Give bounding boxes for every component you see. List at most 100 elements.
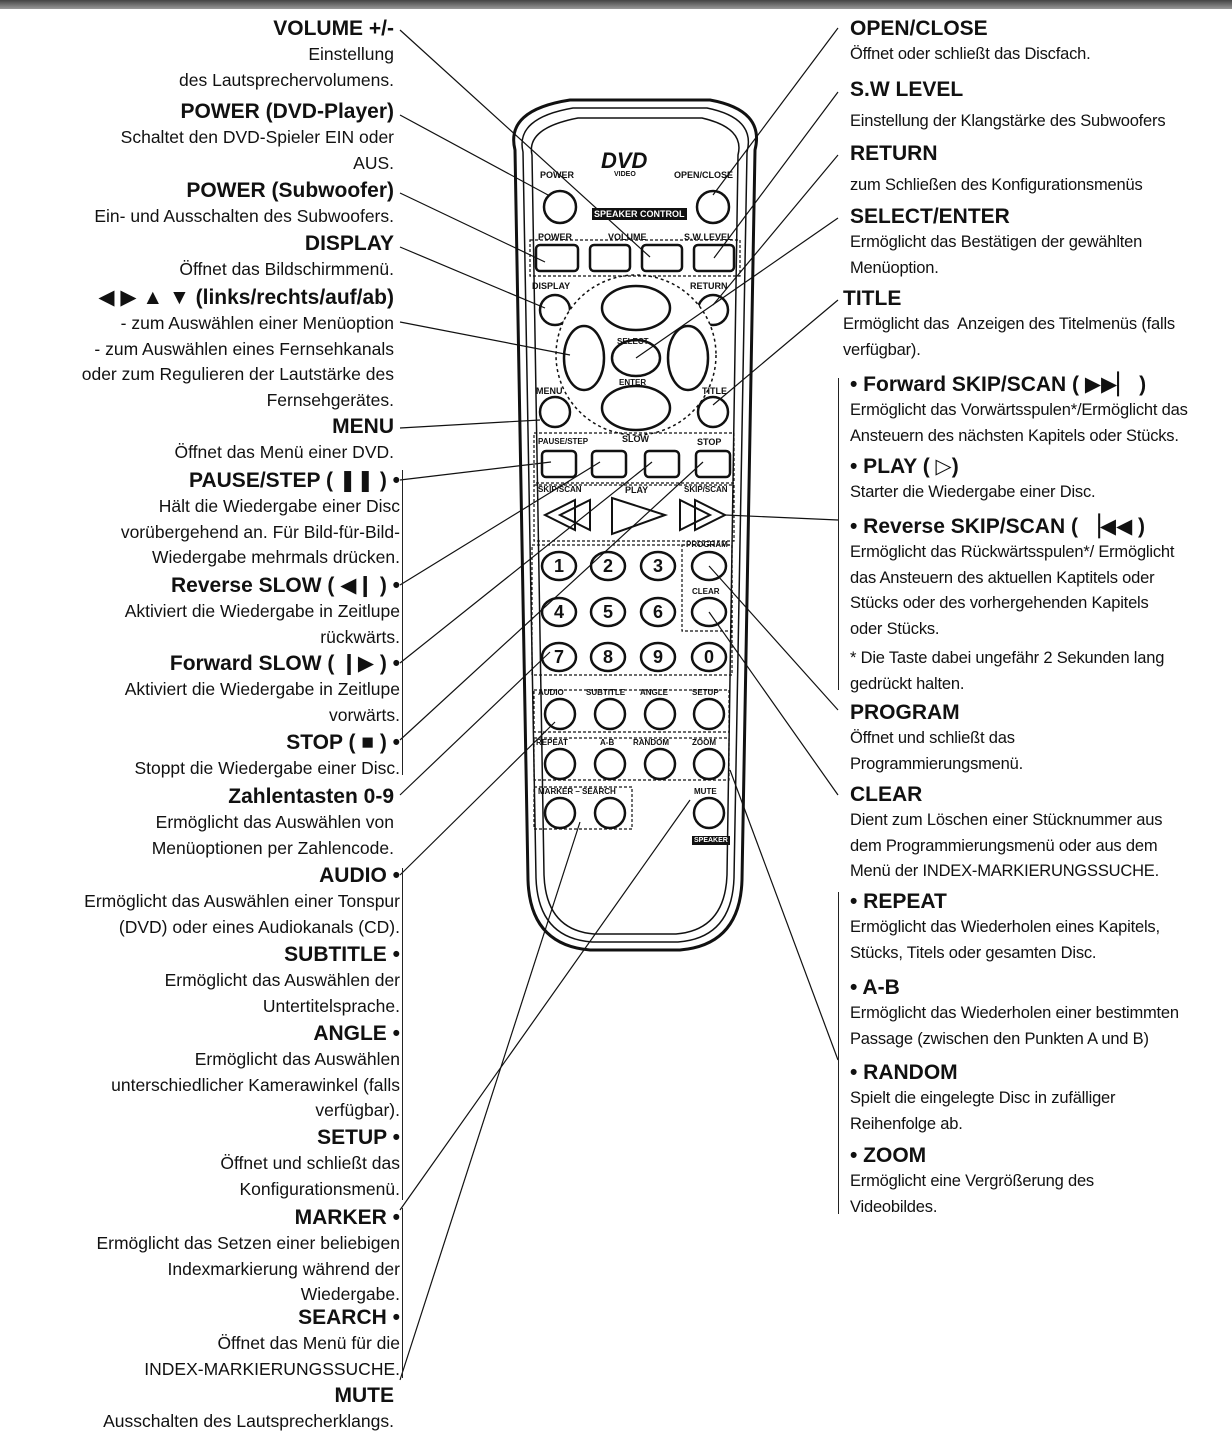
digit-2-button: 2	[602, 556, 613, 576]
setup-label: SETUP	[692, 688, 719, 697]
caption-desc: Ein- und Ausschalten des Subwoofers.	[94, 206, 394, 226]
dvd-logo-sub: VIDEO	[614, 171, 636, 178]
caption-number-keys: Zahlentasten 0-9 Ermöglicht das Auswähle…	[152, 784, 394, 861]
caption-title-button: TITLE Ermöglicht das Anzeigen des Titelm…	[843, 286, 1175, 363]
enter-label: ENTER	[619, 378, 647, 387]
caption-title: PAUSE/STEP ( ❚❚ ) •	[189, 469, 400, 492]
caption-desc: Schaltet den DVD-Spieler EIN oder AUS.	[120, 127, 394, 173]
caption-desc: Ausschalten des Lautsprecherklangs.	[103, 1411, 394, 1431]
menu-label: MENU	[536, 386, 563, 396]
caption-a-b: • A-B Ermöglicht das Wiederholen einer b…	[850, 975, 1179, 1052]
caption-title: • ZOOM	[850, 1144, 927, 1167]
caption-display: DISPLAY Öffnet das Bildschirmmenü.	[179, 231, 394, 283]
caption-desc: Starter die Wiedergabe einer Disc.	[850, 483, 1096, 501]
caption-pause-step: PAUSE/STEP ( ❚❚ ) • Hält die Wiedergabe …	[121, 468, 400, 571]
caption-desc: Ermöglicht das Bestätigen der gewählten …	[850, 233, 1143, 277]
group-bracket-left-1	[402, 470, 403, 775]
caption-title: STOP ( ■ ) •	[286, 731, 400, 754]
caption-title: OPEN/CLOSE	[850, 17, 988, 40]
digit-3-button: 3	[652, 556, 663, 576]
display-label: DISPLAY	[532, 281, 571, 291]
caption-desc: Spielt die eingelegte Disc in zufälliger…	[850, 1089, 1116, 1133]
caption-title: MENU	[332, 415, 394, 438]
clear-label: CLEAR	[692, 587, 720, 596]
power-label: POWER	[540, 170, 575, 180]
caption-angle: ANGLE • Ermöglicht das Auswählen untersc…	[111, 1021, 400, 1124]
audio-label: AUDIO	[538, 688, 564, 697]
caption-desc: Ermöglicht das Setzen einer beliebigen I…	[96, 1233, 400, 1304]
caption-clear: CLEAR Dient zum Löschen einer Stücknumme…	[850, 782, 1162, 885]
caption-program: PROGRAM Öffnet und schließt das Programm…	[850, 700, 1023, 777]
caption-desc: Öffnet das Menü für die INDEX-MARKIERUNG…	[144, 1333, 400, 1379]
caption-open-close: OPEN/CLOSE Öffnet oder schließt das Disc…	[850, 16, 1091, 68]
caption-desc: Ermöglicht das Auswählen der Untertitels…	[164, 970, 400, 1016]
caption-desc: * Die Taste dabei ungefähr 2 Sekunden la…	[850, 649, 1165, 693]
caption-desc: Stoppt die Wiedergabe einer Disc.	[134, 758, 400, 778]
caption-forward-skip: • Forward SKIP/SCAN ( ▶▶▏ ) Ermöglicht d…	[850, 372, 1188, 449]
caption-desc: Öffnet oder schließt das Discfach.	[850, 45, 1091, 63]
caption-title: TITLE	[843, 287, 902, 310]
number-pad-shapes	[540, 550, 728, 830]
caption-title: RETURN	[850, 142, 938, 165]
caption-desc: Ermöglicht das Auswählen unterschiedlich…	[111, 1049, 400, 1120]
marker-search-label: MARKER – SEARCH	[538, 787, 616, 796]
caption-title: • RANDOM	[850, 1061, 958, 1084]
caption-arrows: ◀ ▶ ▲ ▼ (links/rechts/auf/ab) - zum Ausw…	[82, 285, 394, 413]
caption-random: • RANDOM Spielt die eingelegte Disc in z…	[850, 1060, 1116, 1137]
open-close-label: OPEN/CLOSE	[674, 170, 734, 180]
caption-title: SELECT/ENTER	[850, 205, 1010, 228]
skip-scan-rev-label: SKIP/SCAN	[538, 485, 582, 494]
caption-stop: STOP ( ■ ) • Stoppt die Wiedergabe einer…	[134, 730, 400, 782]
digit-4-button: 4	[553, 602, 564, 622]
caption-reverse-skip: • Reverse SKIP/SCAN ( ▕◀◀ ) Ermöglicht d…	[850, 514, 1174, 642]
caption-sw-level: S.W LEVEL Einstellung der Klangstärke de…	[850, 77, 1166, 135]
caption-desc: Einstellung der Klangstärke des Subwoofe…	[850, 112, 1166, 130]
speaker-label: SPEAKER	[692, 836, 730, 845]
caption-select-enter: SELECT/ENTER Ermöglicht das Bestätigen d…	[850, 204, 1142, 281]
caption-desc: Ermöglicht das Auswählen von Menüoptione…	[151, 812, 394, 858]
skip-scan-fwd-label: SKIP/SCAN	[684, 485, 728, 494]
caption-title: • A-B	[850, 976, 900, 999]
caption-desc: Ermöglicht eine Vergrößerung des Videobi…	[850, 1172, 1094, 1216]
caption-title: MARKER •	[294, 1206, 400, 1229]
caption-desc: Aktiviert die Wiedergabe in Zeitlupe vor…	[124, 679, 400, 725]
caption-footnote: * Die Taste dabei ungefähr 2 Sekunden la…	[850, 646, 1164, 697]
sw-level-label: S.W LEVEL	[684, 232, 733, 242]
caption-title: POWER (DVD-Player)	[180, 100, 394, 123]
caption-title: MUTE	[334, 1384, 395, 1407]
group-bracket-left-2	[402, 868, 403, 1200]
caption-title: AUDIO •	[319, 864, 400, 887]
caption-setup: SETUP • Öffnet und schließt das Konfigur…	[220, 1125, 400, 1202]
caption-desc: Ermöglicht das Wiederholen eines Kapitel…	[850, 918, 1160, 962]
caption-desc: Ermöglicht das Rückwärtsspulen*/ Ermögli…	[850, 543, 1175, 638]
caption-desc: Aktiviert die Wiedergabe in Zeitlupe rüc…	[124, 601, 400, 647]
caption-title: Forward SLOW ( ❙▶ ) •	[169, 652, 400, 675]
caption-title: SEARCH •	[298, 1306, 400, 1329]
caption-return: RETURN zum Schließen des Konfigurationsm…	[850, 141, 1143, 199]
digit-9-button: 9	[652, 647, 663, 667]
caption-title: POWER (Subwoofer)	[186, 179, 394, 202]
repeat-label: REPEAT	[536, 738, 568, 747]
caption-title: SETUP •	[317, 1126, 400, 1149]
sub-power-label: POWER	[538, 232, 573, 242]
caption-reverse-slow: Reverse SLOW ( ◀❙ ) • Aktiviert die Wied…	[125, 573, 400, 650]
zoom-label: ZOOM	[692, 738, 716, 747]
mute-label: MUTE	[694, 787, 717, 796]
caption-title: • PLAY ( ▷)	[850, 455, 959, 478]
caption-title: Zahlentasten 0-9	[228, 785, 394, 808]
remote-buttons	[534, 189, 736, 536]
top-border	[0, 0, 1232, 9]
caption-title: VOLUME +/-	[273, 17, 394, 40]
caption-zoom: • ZOOM Ermöglicht eine Vergrößerung des …	[850, 1143, 1094, 1220]
caption-title: ◀ ▶ ▲ ▼ (links/rechts/auf/ab)	[98, 286, 394, 309]
caption-desc: Ermöglicht das Anzeigen des Titelmenüs (…	[843, 315, 1175, 359]
caption-desc: Öffnet das Menü einer DVD.	[174, 442, 394, 462]
random-label: RANDOM	[633, 738, 669, 747]
caption-desc: Ermöglicht das Wiederholen einer bestimm…	[850, 1004, 1179, 1048]
caption-title: SUBTITLE •	[284, 943, 400, 966]
caption-power-dvd: POWER (DVD-Player) Schaltet den DVD-Spie…	[121, 99, 394, 176]
digit-6-button: 6	[652, 602, 663, 622]
caption-title: CLEAR	[850, 783, 923, 806]
subtitle-label: SUBTITLE	[586, 688, 626, 697]
